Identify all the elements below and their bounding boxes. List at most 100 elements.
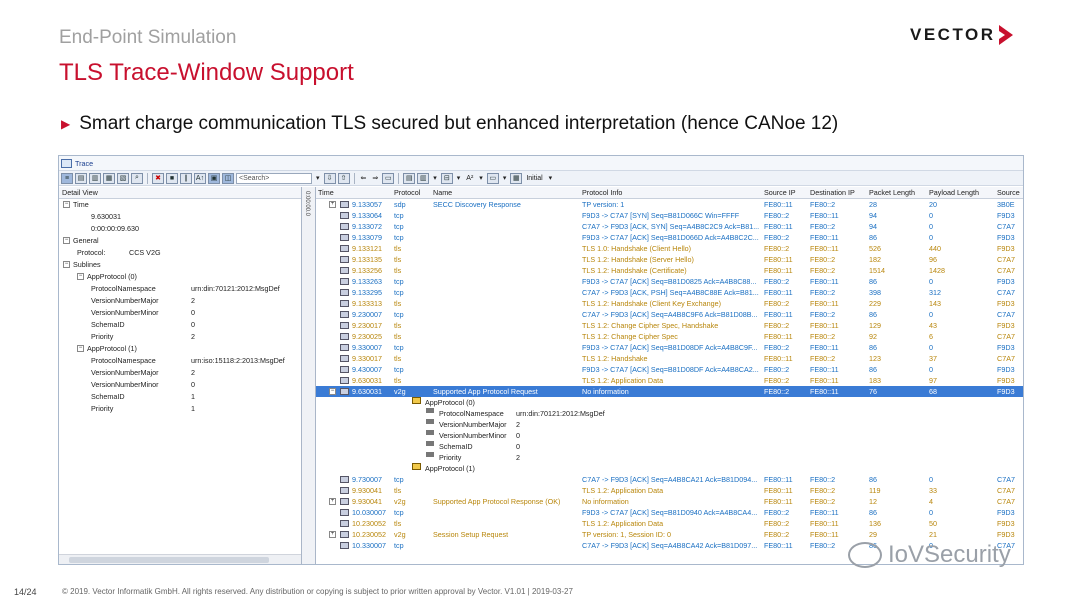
column-header[interactable]: Protocol Info (582, 188, 623, 197)
column-header[interactable]: Name (433, 188, 453, 197)
column-header[interactable]: Time (318, 188, 334, 197)
bus-filter-button[interactable]: ▦ (103, 172, 115, 184)
collapse-toggle-icon[interactable]: − (63, 237, 70, 244)
column-header[interactable]: Source (997, 188, 1020, 197)
collapse-toggle-icon[interactable]: − (77, 345, 84, 352)
forward-arrow-icon[interactable]: ⇒ (372, 175, 379, 182)
stop-button[interactable]: ■ (166, 172, 178, 184)
sort-button[interactable]: A↑ (194, 172, 206, 184)
detail-tree-row[interactable]: 9.630031 (59, 211, 301, 223)
collapse-toggle-icon[interactable]: − (77, 273, 84, 280)
collapse-toggle-icon[interactable]: − (63, 201, 70, 208)
column-config-button[interactable]: ▣ (208, 172, 220, 184)
column-header[interactable]: Packet Length (869, 188, 915, 197)
layout-button[interactable]: ▤ (403, 172, 416, 184)
column-header[interactable]: Protocol (394, 188, 421, 197)
binoculars-icon[interactable]: ⌕ (131, 172, 143, 184)
find-prev-button[interactable]: ⇧ (337, 172, 350, 184)
detail-view-toggle-button[interactable]: ≡ (61, 172, 73, 184)
font-dropdown-icon[interactable]: ▾ (479, 175, 483, 182)
column-header[interactable]: Source IP (764, 188, 796, 197)
detail-horizontal-scrollbar[interactable] (59, 554, 301, 564)
detail-tree-row[interactable]: −Time (59, 199, 301, 211)
expand-toggle-icon[interactable]: + (329, 201, 336, 208)
display-mode-button[interactable]: ▭ (486, 172, 499, 184)
expand-toggle-icon[interactable]: + (329, 498, 336, 505)
message-detail-row[interactable]: AppProtocol (0) (316, 397, 1023, 408)
find-next-button[interactable]: ⇩ (323, 172, 336, 184)
detail-tree-row[interactable]: −General (59, 235, 301, 247)
column-header[interactable]: Payload Length (929, 188, 979, 197)
tree-view-button[interactable]: ▥ (89, 172, 101, 184)
pause-button[interactable]: ∥ (180, 172, 192, 184)
splitter-bar[interactable]: 0:00:00.0 (302, 187, 316, 564)
detail-tree-row[interactable]: −AppProtocol (0) (59, 271, 301, 283)
message-detail-row[interactable]: AppProtocol (1) (316, 463, 1023, 474)
export-button[interactable]: ▭ (382, 172, 395, 184)
back-arrow-icon[interactable]: ⇐ (360, 175, 367, 182)
highlight-button[interactable]: ◫ (222, 172, 234, 184)
expand-toggle-icon[interactable]: + (329, 531, 336, 538)
detail-tree-row[interactable]: Protocol:CCS V2G (59, 247, 301, 259)
initial-config-select[interactable]: Initial (526, 174, 543, 182)
initial-dropdown-icon[interactable]: ▾ (548, 175, 553, 182)
font-size-icon[interactable]: A² (466, 174, 474, 182)
column-header[interactable]: Destination IP (810, 188, 855, 197)
layout-dropdown-icon[interactable]: ▾ (433, 175, 437, 182)
detail-tree-row[interactable]: 0:00:00:09.630 (59, 223, 301, 235)
filter-button[interactable]: ▤ (75, 172, 87, 184)
detail-tree-row[interactable]: −AppProtocol (1) (59, 343, 301, 355)
columns-dropdown-icon[interactable]: ▾ (456, 175, 461, 182)
display-dropdown-icon[interactable]: ▾ (502, 175, 507, 182)
expand-toggle-icon[interactable]: − (329, 388, 336, 395)
detail-tree-row[interactable]: −Sublines (59, 259, 301, 271)
scrollbar-thumb[interactable] (69, 557, 269, 563)
search-dropdown-icon[interactable]: ▾ (316, 175, 320, 182)
collapse-toggle-icon[interactable]: − (63, 261, 70, 268)
window-layout-button[interactable]: ▥ (417, 172, 430, 184)
columns-button[interactable]: ⊟ (440, 172, 453, 184)
node-filter-button[interactable]: ▧ (117, 172, 129, 184)
clear-button[interactable]: ✖ (152, 172, 164, 184)
search-input[interactable]: <Search> (236, 172, 312, 184)
